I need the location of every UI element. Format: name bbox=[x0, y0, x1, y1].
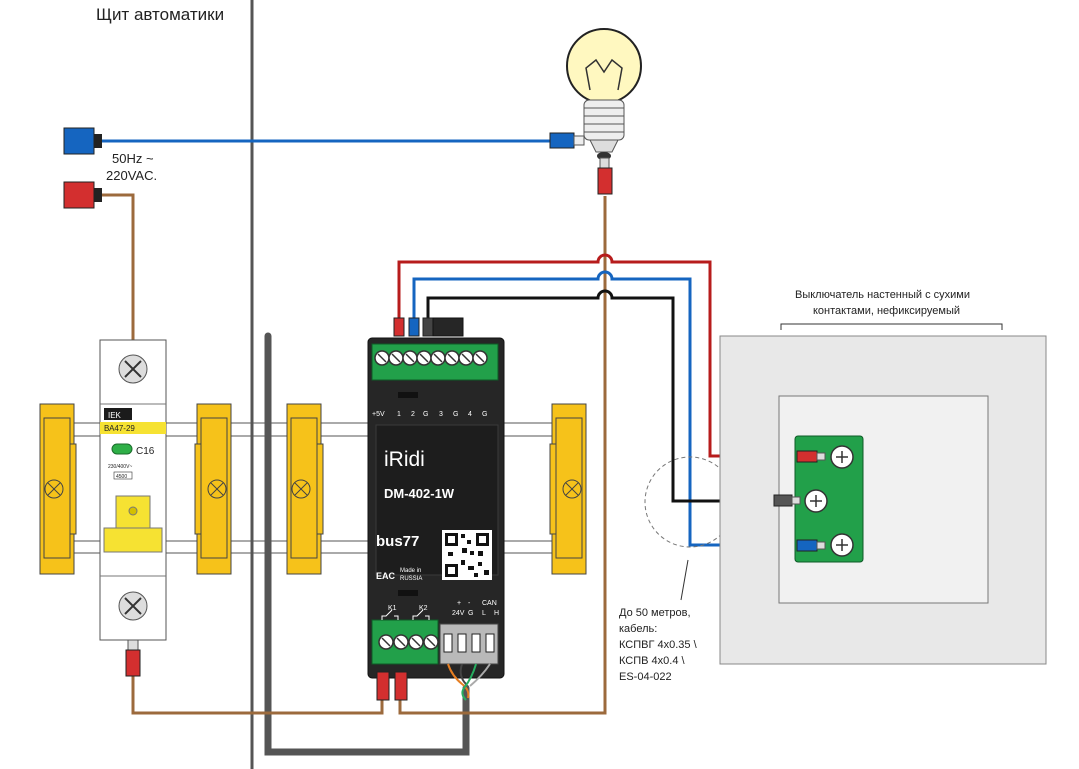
breaker-model: ВА47-29 bbox=[104, 424, 135, 433]
breaker-spec: 230/400V~ bbox=[108, 464, 132, 470]
term-5v: +5V bbox=[372, 411, 385, 418]
pwr-plus: + bbox=[457, 600, 461, 607]
cable-note-pointer bbox=[680, 559, 689, 601]
controller-module bbox=[367, 337, 505, 679]
grey-power-cable bbox=[264, 332, 470, 756]
can-h: H bbox=[494, 610, 499, 617]
din-clip-right bbox=[549, 403, 587, 575]
switch-wire-ferrules bbox=[773, 450, 826, 552]
eac-mark: EAC bbox=[376, 571, 396, 581]
qr-code-icon bbox=[442, 530, 492, 580]
term-1: 1 bbox=[397, 411, 401, 418]
din-clip-left-1 bbox=[39, 403, 77, 575]
controller-brand: iRidi bbox=[384, 448, 425, 471]
cable-note-line2: кабель: bbox=[619, 623, 657, 635]
controller-model: DM-402-1W bbox=[384, 486, 455, 501]
twisted-pair-wires bbox=[447, 663, 491, 701]
switch-label-line1: Выключатель настенный с сухими bbox=[795, 289, 970, 301]
term-g1: G bbox=[423, 411, 428, 418]
voltage-label: 220VAC. bbox=[106, 168, 157, 183]
term-2: 2 bbox=[411, 411, 415, 418]
frequency-label: 50Hz ~ bbox=[112, 151, 154, 166]
term-3: 3 bbox=[439, 411, 443, 418]
lamp-phase-connector bbox=[597, 157, 613, 195]
phase-terminal bbox=[63, 181, 102, 209]
cable-note-line5: ES-04-022 bbox=[619, 671, 672, 683]
breaker-capacity: 4500 bbox=[116, 474, 127, 480]
power-labels: + - 24V G bbox=[452, 600, 473, 617]
lightbulb-icon bbox=[566, 28, 642, 160]
made-in-line2: RUSSIA bbox=[400, 576, 422, 582]
brown-wires bbox=[98, 193, 607, 715]
relay-wire-ferrules bbox=[376, 671, 408, 701]
signal-wires bbox=[397, 253, 800, 547]
relay-contact-icons bbox=[381, 609, 430, 620]
relay-k2: K2 bbox=[419, 605, 428, 612]
relay-labels: K1 K2 bbox=[388, 605, 428, 612]
term-g2: G bbox=[453, 411, 458, 418]
circuit-breaker: IEK ВА47-29 C16 230/400V~ 4500 bbox=[99, 339, 167, 641]
breaker-output-connector bbox=[125, 639, 141, 677]
cable-note: До 50 метров, кабель: КСПВГ 4х0.35 \ КСП… bbox=[619, 607, 698, 683]
can-title: CAN bbox=[482, 600, 497, 607]
cable-note-line3: КСПВГ 4х0.35 \ bbox=[619, 639, 698, 651]
switch-label-line2: контактами, нефиксируемый bbox=[813, 305, 960, 317]
breaker-brand: IEK bbox=[108, 411, 122, 420]
bus-logo: bus77 bbox=[376, 533, 419, 550]
term-g3: G bbox=[482, 411, 487, 418]
switch-screw-icons bbox=[804, 445, 854, 557]
wall-switch bbox=[719, 335, 1047, 665]
lamp-neutral-connector bbox=[549, 132, 585, 149]
can-labels: CAN L H bbox=[482, 600, 499, 617]
panel-title: Щит автоматики bbox=[96, 5, 224, 24]
cable-note-line1: До 50 метров, bbox=[619, 607, 691, 619]
switch-label-bracket bbox=[780, 323, 1003, 330]
pwr-g: G bbox=[468, 610, 473, 617]
can-l: L bbox=[482, 610, 486, 617]
top-terminal-labels: +5V 1 2 G 3 G 4 G bbox=[372, 411, 487, 418]
neutral-terminal bbox=[63, 127, 102, 155]
din-clip-left-2 bbox=[194, 403, 232, 575]
pwr-minus: - bbox=[468, 600, 471, 607]
din-clip-mid bbox=[286, 403, 324, 575]
term-4: 4 bbox=[468, 411, 472, 418]
top-wire-ferrules bbox=[393, 317, 464, 337]
breaker-rating: C16 bbox=[136, 446, 155, 457]
relay-k1: K1 bbox=[388, 605, 397, 612]
made-in-line1: Made in bbox=[400, 568, 421, 574]
pwr-24v: 24V bbox=[452, 610, 465, 617]
power-can-terminals bbox=[443, 633, 495, 653]
cable-note-line4: КСПВ 4х0.4 \ bbox=[619, 655, 685, 667]
